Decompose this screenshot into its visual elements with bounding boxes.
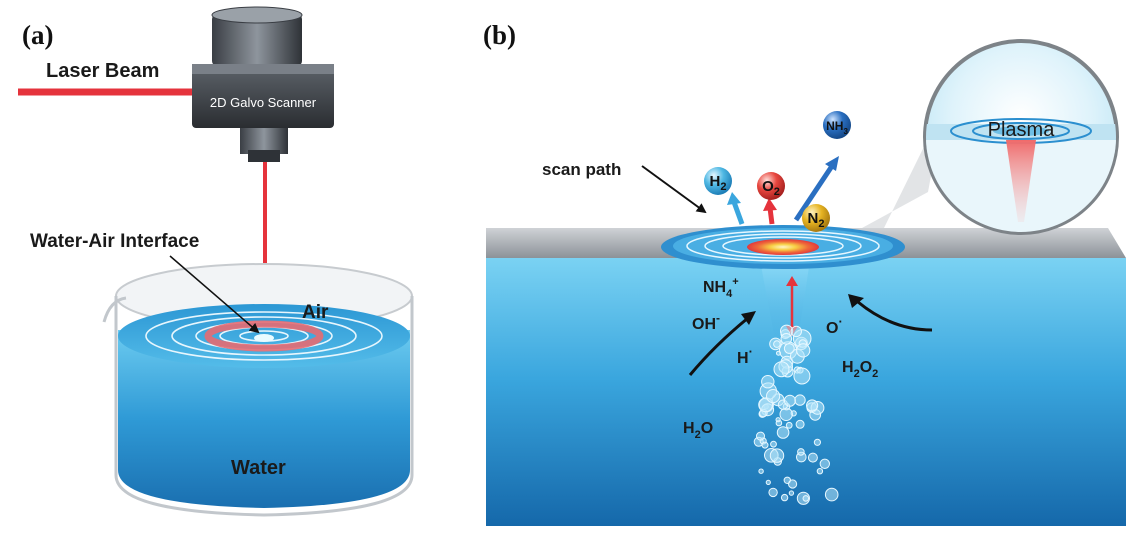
bubble bbox=[783, 343, 795, 354]
gas-n2-molecule: N2 bbox=[802, 204, 830, 232]
gas-o2-ball bbox=[757, 172, 785, 200]
bubble bbox=[758, 468, 764, 474]
bubble bbox=[756, 431, 765, 441]
bubble bbox=[785, 421, 793, 429]
bubble bbox=[766, 389, 781, 404]
scan-path-label: scan path bbox=[542, 160, 621, 179]
interface-arrow bbox=[169, 255, 260, 334]
scanner-label: 2D Galvo Scanner bbox=[210, 95, 317, 110]
gas-nh3-ball bbox=[823, 111, 851, 139]
bubble bbox=[793, 367, 811, 385]
bubble bbox=[761, 375, 775, 389]
bubble bbox=[813, 438, 822, 446]
gas-nh3-molecule: NH3 bbox=[823, 111, 851, 139]
cavitation-cone bbox=[760, 260, 810, 340]
bubble bbox=[773, 340, 781, 348]
scan-path-arrow bbox=[641, 165, 707, 214]
bubble bbox=[780, 333, 793, 345]
species-h2o2: H2O2 bbox=[842, 359, 878, 380]
bubble bbox=[769, 448, 785, 463]
species-h: H· bbox=[737, 344, 753, 367]
bubble bbox=[796, 343, 811, 358]
beaker bbox=[102, 263, 414, 517]
bubble bbox=[783, 394, 796, 407]
bubble-stream bbox=[753, 324, 839, 505]
bubble bbox=[776, 350, 781, 356]
water-label: Water bbox=[231, 457, 286, 479]
bubble bbox=[765, 479, 771, 485]
species-h2o: H2O bbox=[683, 420, 713, 441]
bubble bbox=[795, 419, 805, 429]
bubble bbox=[816, 468, 824, 475]
crater bbox=[661, 225, 905, 269]
laser-beam-label: Laser Beam bbox=[46, 60, 159, 82]
flow-arrows bbox=[688, 294, 933, 376]
bubble bbox=[780, 493, 789, 502]
bubble bbox=[770, 440, 777, 448]
bubble bbox=[776, 426, 790, 439]
bubble bbox=[788, 479, 798, 489]
interface-label: Water-Air Interface bbox=[30, 231, 199, 252]
panel-a: (a) Laser Beam 2D Galvo Scanner bbox=[18, 6, 414, 517]
gas-h2-ball bbox=[704, 167, 732, 195]
bubble bbox=[807, 452, 818, 463]
bubble bbox=[806, 399, 819, 412]
bubble bbox=[824, 487, 839, 502]
gas-arrows bbox=[727, 156, 839, 225]
gas-o2-label: O2 bbox=[762, 178, 780, 198]
bubble bbox=[773, 361, 790, 378]
plasma-zoom-callout: Plasma bbox=[862, 39, 1119, 235]
bubble bbox=[819, 458, 830, 469]
bubble bbox=[775, 417, 781, 423]
water-block bbox=[486, 258, 1126, 526]
gas-h2-molecule: H2 bbox=[704, 167, 732, 195]
bubble bbox=[761, 441, 769, 449]
gas-h2-label: H2 bbox=[710, 173, 727, 193]
bubble bbox=[768, 487, 778, 498]
panel-b: (b) scan path bbox=[483, 20, 1126, 526]
species-o: O· bbox=[826, 314, 843, 337]
bubble bbox=[797, 448, 805, 456]
air-label: Air bbox=[302, 302, 329, 323]
panel-b-label: (b) bbox=[483, 20, 516, 50]
galvo-scanner: 2D Galvo Scanner bbox=[192, 6, 334, 162]
species-nh4: NH4+ bbox=[703, 276, 739, 300]
gas-o2-molecule: O2 bbox=[757, 172, 785, 200]
bubble bbox=[788, 490, 795, 496]
bubble bbox=[790, 325, 802, 338]
bubble bbox=[802, 495, 810, 502]
species-oh: OH- bbox=[692, 311, 720, 333]
gas-n2-label: N2 bbox=[808, 210, 825, 230]
panel-a-label: (a) bbox=[22, 20, 53, 50]
gas-nh3-label: NH3 bbox=[826, 119, 848, 136]
bubble bbox=[794, 394, 806, 406]
gas-n2-ball bbox=[802, 204, 830, 232]
plasma-label: Plasma bbox=[988, 119, 1056, 141]
